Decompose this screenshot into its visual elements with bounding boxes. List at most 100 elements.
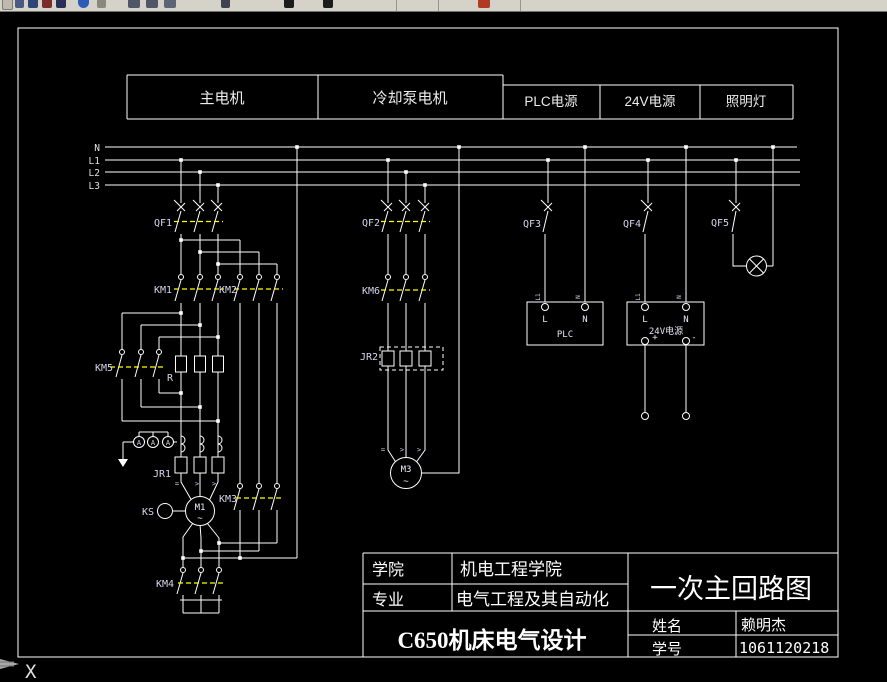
m3-label: M3 — [401, 465, 412, 475]
major-label: 专业 — [372, 591, 404, 609]
plc-box-label: PLC — [557, 330, 573, 340]
toolbar-icon[interactable] — [146, 0, 158, 8]
plc-terminal-mark-l1: L1 — [535, 293, 542, 301]
college-label: 学院 — [372, 561, 404, 579]
starting-resistors: R — [167, 355, 224, 384]
header-cell-coolant-pump: 冷却泵电机 — [372, 90, 447, 107]
m3-motor: M3 ~ — [390, 457, 422, 489]
phase-mark: > — [400, 446, 404, 454]
v24-output-terminal — [682, 412, 690, 420]
ammeter-label: A — [137, 439, 142, 447]
qf1-label: QF1 — [154, 218, 172, 229]
km6-label: KM6 — [362, 286, 380, 297]
qf4-label: QF4 — [623, 219, 641, 230]
bus-label-l2: L2 — [89, 168, 100, 179]
power-bus: N L1 L2 L3 — [89, 143, 800, 192]
km1-contactor: KM1 — [154, 274, 224, 296]
student-id-value: 1061120218 — [739, 639, 829, 657]
toolbar-icon[interactable] — [42, 0, 52, 8]
ucs-x-axis-label: X — [25, 661, 37, 682]
phase-mark: = — [381, 446, 385, 454]
qf4-breaker — [640, 199, 653, 212]
title-block: 学院 机电工程学院 专业 电气工程及其自动化 C650机床电气设计 一次主回路图… — [362, 552, 838, 658]
jr1-thermal-relay: JR1 = > > — [153, 456, 225, 488]
ammeter-label: A — [166, 439, 171, 447]
toolbar-icon[interactable] — [78, 0, 89, 8]
coolant-pump-circuit: QF2 KM6 JR2 = > > M3 ~ — [360, 147, 460, 489]
name-label: 姓名 — [652, 618, 682, 635]
phase-mark: = — [175, 480, 179, 488]
ks-speed-relay: KS — [142, 503, 173, 519]
km6-contactor: KM6 — [362, 274, 430, 297]
v24-power-circuit: QF4 L1 N L N 24V电源 + - — [623, 147, 705, 420]
v24-terminal-n: N — [683, 315, 688, 325]
lamp-symbol — [746, 255, 767, 277]
v24-plus-mark: + — [652, 333, 658, 343]
km1-label: KM1 — [154, 285, 172, 296]
plc-terminal-mark-n: N — [575, 295, 582, 299]
toolbar-icon[interactable] — [2, 0, 13, 10]
bus-label-n: N — [94, 143, 100, 154]
college-value: 机电工程学院 — [460, 560, 562, 579]
m1-tilde: ~ — [197, 514, 203, 524]
toolbar-icon[interactable] — [128, 0, 140, 8]
header-cell-main-motor: 主电机 — [199, 90, 244, 107]
main-motor-circuit: QF1 KM1 KM2 KM5 R — [95, 147, 298, 614]
jr2-label: JR2 — [360, 352, 378, 363]
v24-terminal-mark-n: N — [676, 295, 683, 299]
phase-mark: > — [195, 480, 199, 488]
resistor-label: R — [167, 373, 174, 384]
km2-contactor: KM2 — [219, 274, 283, 296]
km3-contactor: KM3 — [219, 483, 283, 505]
bus-label-l3: L3 — [89, 181, 100, 192]
ground-symbol — [118, 459, 128, 467]
toolbar-icon[interactable] — [97, 0, 106, 8]
qf2-breaker: QF2 — [362, 199, 430, 229]
header-cell-plc-power: PLC电源 — [524, 94, 578, 109]
m1-motor: M1 ~ — [185, 496, 215, 526]
toolbar-separator — [396, 0, 397, 11]
ks-label: KS — [142, 507, 154, 518]
v24-terminal-mark-l1: L1 — [635, 293, 642, 301]
qf5-breaker — [728, 199, 741, 212]
km2-label: KM2 — [219, 285, 237, 296]
header-cell-24v-power: 24V电源 — [624, 94, 676, 109]
name-value: 赖明杰 — [741, 617, 786, 634]
toolbar-icon[interactable] — [221, 0, 230, 8]
ammeter-label: A — [151, 439, 156, 447]
m1-label: M1 — [195, 503, 206, 513]
v24-output-terminal — [641, 412, 649, 420]
junction-dots — [179, 145, 775, 560]
plc-box: L N PLC — [526, 301, 604, 346]
toolbar-icon[interactable] — [478, 0, 490, 8]
v24-box-label: 24V电源 — [649, 325, 683, 337]
v24-box: L N 24V电源 + - — [626, 301, 705, 346]
toolbar-icon[interactable] — [164, 0, 176, 8]
plc-terminal-n: N — [582, 315, 587, 325]
qf3-breaker — [540, 199, 553, 212]
toolbar-separator — [438, 0, 439, 11]
qf2-label: QF2 — [362, 218, 380, 229]
jr2-thermal-relay: JR2 — [360, 346, 444, 371]
km3-label: KM3 — [219, 494, 237, 505]
km4-label: KM4 — [156, 579, 174, 590]
toolbar-icon[interactable] — [284, 0, 294, 8]
lighting-circuit: QF5 — [711, 147, 774, 277]
toolbar-icon[interactable] — [15, 0, 24, 8]
qf5-label: QF5 — [711, 218, 729, 229]
toolbar-icon[interactable] — [28, 0, 38, 8]
km5-contactor: KM5 — [95, 349, 164, 374]
major-value: 电气工程及其自动化 — [456, 590, 609, 609]
qf3-label: QF3 — [523, 219, 541, 230]
v24-terminal-l: L — [642, 315, 647, 325]
toolbar-separator — [520, 0, 521, 11]
toolbar-icon[interactable] — [56, 0, 66, 8]
toolbar — [0, 0, 887, 12]
jr1-label: JR1 — [153, 469, 171, 480]
toolbar-icon[interactable] — [323, 0, 333, 8]
plc-power-circuit: QF3 L1 N L N PLC — [523, 147, 604, 346]
ucs-icon: X — [0, 659, 37, 682]
drawing-frame — [17, 27, 839, 658]
